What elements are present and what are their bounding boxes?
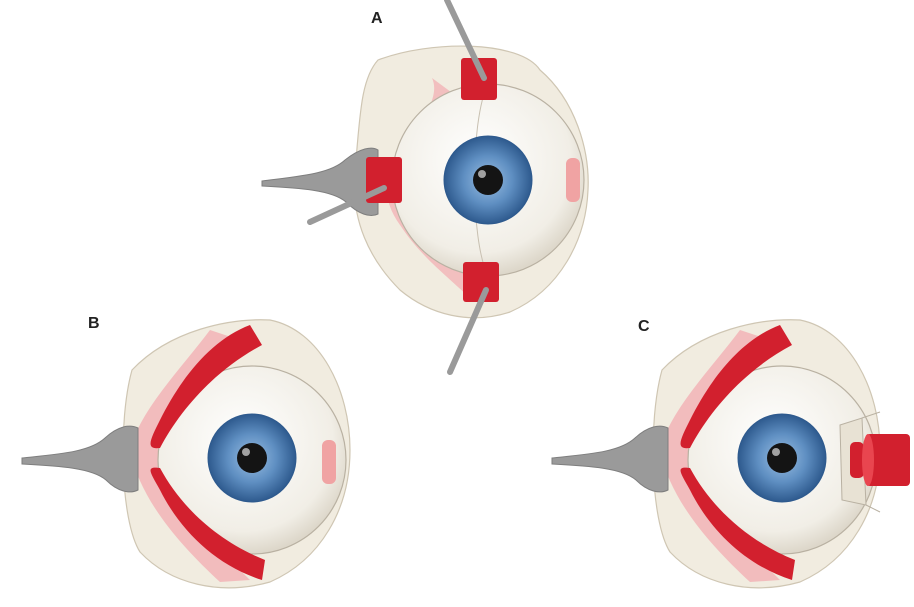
panel-b-muscle-band-lower xyxy=(150,467,265,580)
panel-b-muscle-band-upper xyxy=(150,325,262,449)
panel-a-muscle-top xyxy=(461,58,497,100)
panel-a-hook-left xyxy=(307,185,387,225)
panel-a-muscle-right xyxy=(566,158,580,202)
panel-a-hook-top xyxy=(444,0,487,81)
panel-a-muscle-bottom xyxy=(463,262,499,302)
panel-c-muscle-band-upper xyxy=(680,325,792,449)
panel-a xyxy=(261,0,589,375)
panel-a-optic-nerve xyxy=(261,147,379,216)
panel-label-c: C xyxy=(638,318,650,335)
panel-c xyxy=(551,319,910,589)
panel-c-resected-muscle xyxy=(866,434,910,486)
panel-c-flap-line-top xyxy=(861,411,881,419)
panel-a-hook-bottom xyxy=(447,287,489,375)
panel-b-muscle-right xyxy=(322,440,336,484)
panel-b-highlight xyxy=(242,448,250,456)
panel-c-muscle-right xyxy=(850,442,864,478)
panel-label-a: A xyxy=(371,10,383,27)
panel-c-resected-muscle-cap xyxy=(862,434,874,486)
panel-c-optic-nerve xyxy=(551,425,669,493)
panel-a-highlight xyxy=(478,170,486,178)
panel-c-highlight xyxy=(772,448,780,456)
panel-b-pupil xyxy=(237,443,267,473)
panel-label-b: B xyxy=(88,315,100,332)
panel-c-flap-line-bottom xyxy=(865,504,881,513)
panel-b-optic-nerve xyxy=(21,425,139,493)
panel-b xyxy=(21,319,351,589)
panel-c-muscle-band-lower xyxy=(680,467,795,580)
panel-a-pupil xyxy=(473,165,503,195)
panel-c-pupil xyxy=(767,443,797,473)
